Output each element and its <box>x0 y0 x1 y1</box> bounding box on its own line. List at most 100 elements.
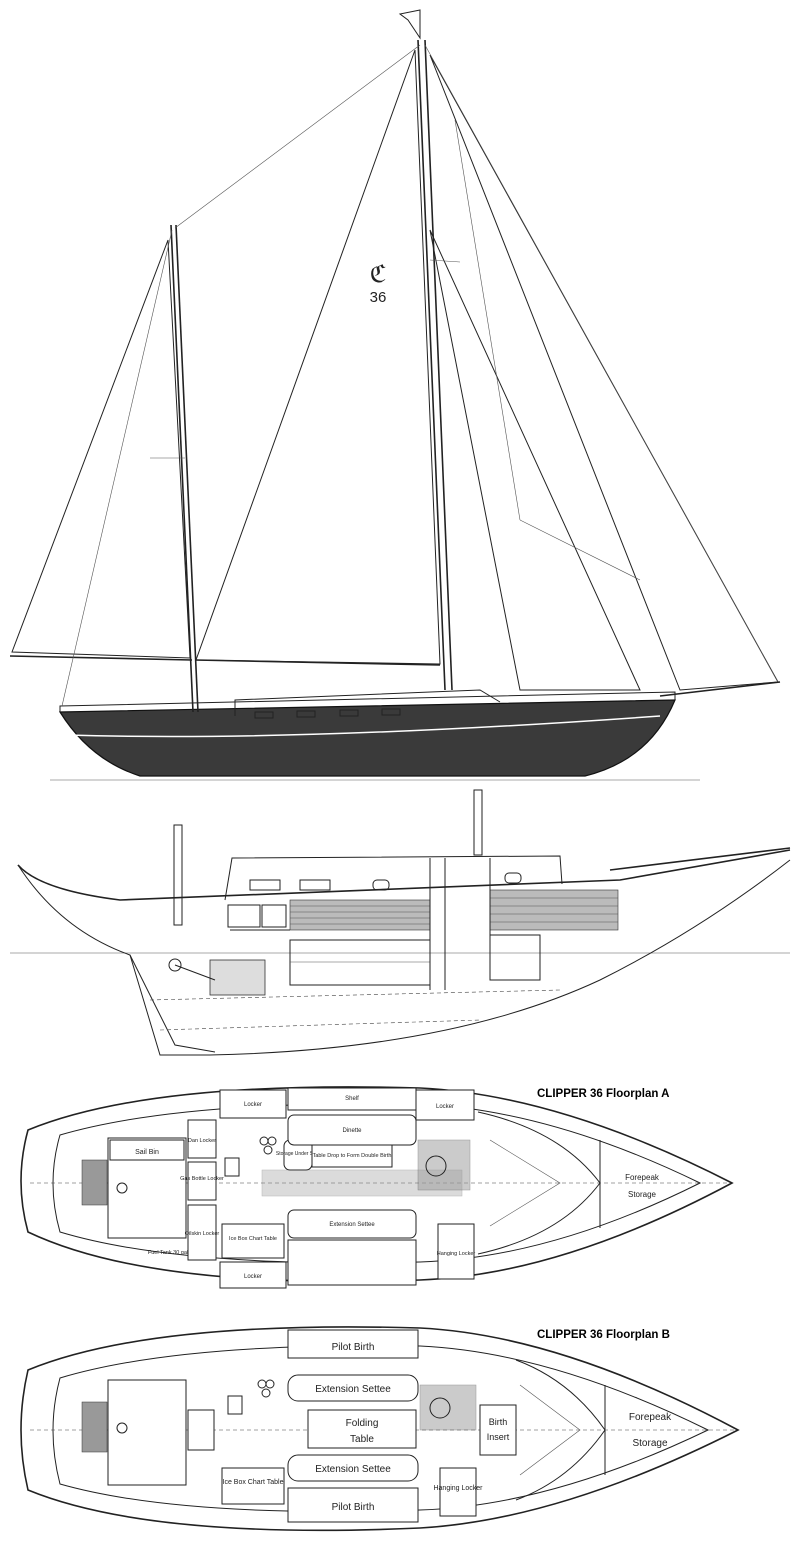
mizzen-backstay <box>61 229 173 707</box>
jib <box>429 54 779 691</box>
svg-text:Table Drop to Form Double Birt: Table Drop to Form Double Birth <box>313 1153 392 1159</box>
toilet-icon <box>425 1155 447 1177</box>
sheer-line <box>17 849 791 901</box>
svg-text:Locker: Locker <box>436 1104 454 1110</box>
pilot-birth-bottom <box>287 1487 419 1523</box>
svg-text:Folding: Folding <box>346 1418 379 1429</box>
svg-text:Oilskin Locker: Oilskin Locker <box>185 1231 220 1237</box>
triatic-stay <box>174 44 421 229</box>
helm-icon <box>116 1182 128 1194</box>
svg-text:Extension Settee: Extension Settee <box>315 1384 391 1395</box>
main-mast-stub <box>473 789 483 856</box>
svg-text:Locker: Locker <box>244 1274 262 1280</box>
floorplan-b-title: CLIPPER 36 Floorplan B <box>537 1329 670 1341</box>
locker <box>227 904 261 928</box>
storage-label: Storage <box>628 1190 657 1199</box>
extension-settee-top <box>287 1374 419 1402</box>
floorplan-a: CLIPPER 36 Floorplan A Sail Bin Gas Bott… <box>20 1086 734 1289</box>
locker <box>187 1409 215 1451</box>
galley-stove-icon <box>257 1379 275 1398</box>
forepeak-label: Forepeak <box>625 1173 660 1182</box>
cabin-sole <box>149 989 561 1001</box>
bowsprit <box>609 847 791 871</box>
mizzen-mast-stub <box>173 824 183 926</box>
floorplan-b: CLIPPER 36 Floorplan B Pilot Birth Exten… <box>20 1326 740 1532</box>
cabin-house <box>224 855 563 901</box>
svg-text:Extension Settee: Extension Settee <box>315 1464 391 1475</box>
propeller <box>168 958 182 972</box>
svg-text:Dinette: Dinette <box>342 1128 362 1134</box>
port-light <box>504 872 522 884</box>
helm-icon <box>116 1422 128 1434</box>
mizzen-boom <box>9 655 193 661</box>
deck-outline <box>20 1326 740 1532</box>
gas-bottle-locker <box>187 1161 217 1201</box>
port-light <box>372 879 390 891</box>
inboard-profile <box>10 789 791 1056</box>
svg-text:Storage Under Seat: Storage Under Seat <box>276 1151 321 1157</box>
extension-settee-bottom <box>287 1454 419 1482</box>
svg-text:Dan Locker: Dan Locker <box>188 1138 216 1144</box>
locker <box>261 904 287 928</box>
svg-text:Locker: Locker <box>244 1102 262 1108</box>
engine <box>209 959 266 996</box>
port-light <box>249 879 281 891</box>
svg-text:Pilot Birth: Pilot Birth <box>332 1342 375 1353</box>
fuel-tank-label: Fuel Tank 30 gal <box>148 1250 188 1256</box>
port-light <box>299 879 331 891</box>
svg-text:Insert: Insert <box>487 1432 510 1442</box>
svg-text:Shelf: Shelf <box>345 1096 359 1102</box>
extension-settee <box>287 1209 417 1239</box>
keel <box>129 954 216 1053</box>
hull-section <box>17 859 791 1056</box>
sail-bin <box>109 1139 185 1161</box>
svg-text:Sail Bin: Sail Bin <box>135 1149 159 1156</box>
storage-label: Storage <box>632 1438 667 1449</box>
svg-text:Extension Settee: Extension Settee <box>329 1222 375 1228</box>
locker-top <box>219 1089 287 1119</box>
locker <box>489 934 541 981</box>
birth-insert <box>479 1404 517 1456</box>
settee-storage <box>287 1239 417 1286</box>
cockpit-grating <box>81 1401 108 1453</box>
svg-text:Hanging Locker: Hanging Locker <box>437 1251 476 1257</box>
port-light <box>339 709 359 717</box>
forestay <box>424 44 779 683</box>
sail-number: 36 <box>370 289 387 306</box>
deck-outline <box>20 1086 734 1283</box>
staysail <box>429 229 641 691</box>
floorplan-a-title: CLIPPER 36 Floorplan A <box>537 1088 669 1100</box>
port-light <box>296 710 316 718</box>
svg-text:Hanging Locker: Hanging Locker <box>433 1485 483 1492</box>
oilskin-locker <box>187 1204 217 1261</box>
cabin-top <box>234 689 501 716</box>
port-light <box>254 711 274 719</box>
ice-box-chart-table <box>221 1223 285 1259</box>
pilot-birth-top <box>287 1329 419 1359</box>
folding-table <box>307 1409 417 1449</box>
hanging-locker <box>439 1467 477 1517</box>
hull-profile <box>58 699 676 777</box>
svg-text:Pilot Birth: Pilot Birth <box>332 1502 375 1513</box>
mizzen-sail <box>11 239 191 659</box>
masthead-flag <box>398 9 421 40</box>
sink-icon <box>227 1395 243 1415</box>
locker-bottom <box>219 1261 287 1289</box>
head-compartment <box>417 1139 471 1191</box>
bowsprit <box>659 681 781 697</box>
main-mast <box>417 39 446 691</box>
sail-insignia-mark: ℭ <box>370 261 387 288</box>
svg-text:Ice Box Chart Table: Ice Box Chart Table <box>223 1479 284 1486</box>
locker-fwd <box>415 1089 475 1121</box>
galley-stove-icon <box>259 1136 277 1155</box>
toilet-icon <box>429 1397 451 1419</box>
head-compartment <box>419 1384 477 1431</box>
svg-text:Table: Table <box>350 1434 374 1445</box>
dan-locker <box>187 1119 217 1159</box>
main-sail <box>195 49 441 665</box>
svg-text:Gas Bottle Locker: Gas Bottle Locker <box>180 1176 224 1182</box>
boot-stripe <box>65 715 661 738</box>
sail-plan: ℭ 36 <box>9 9 781 781</box>
hanging-locker <box>437 1223 475 1280</box>
